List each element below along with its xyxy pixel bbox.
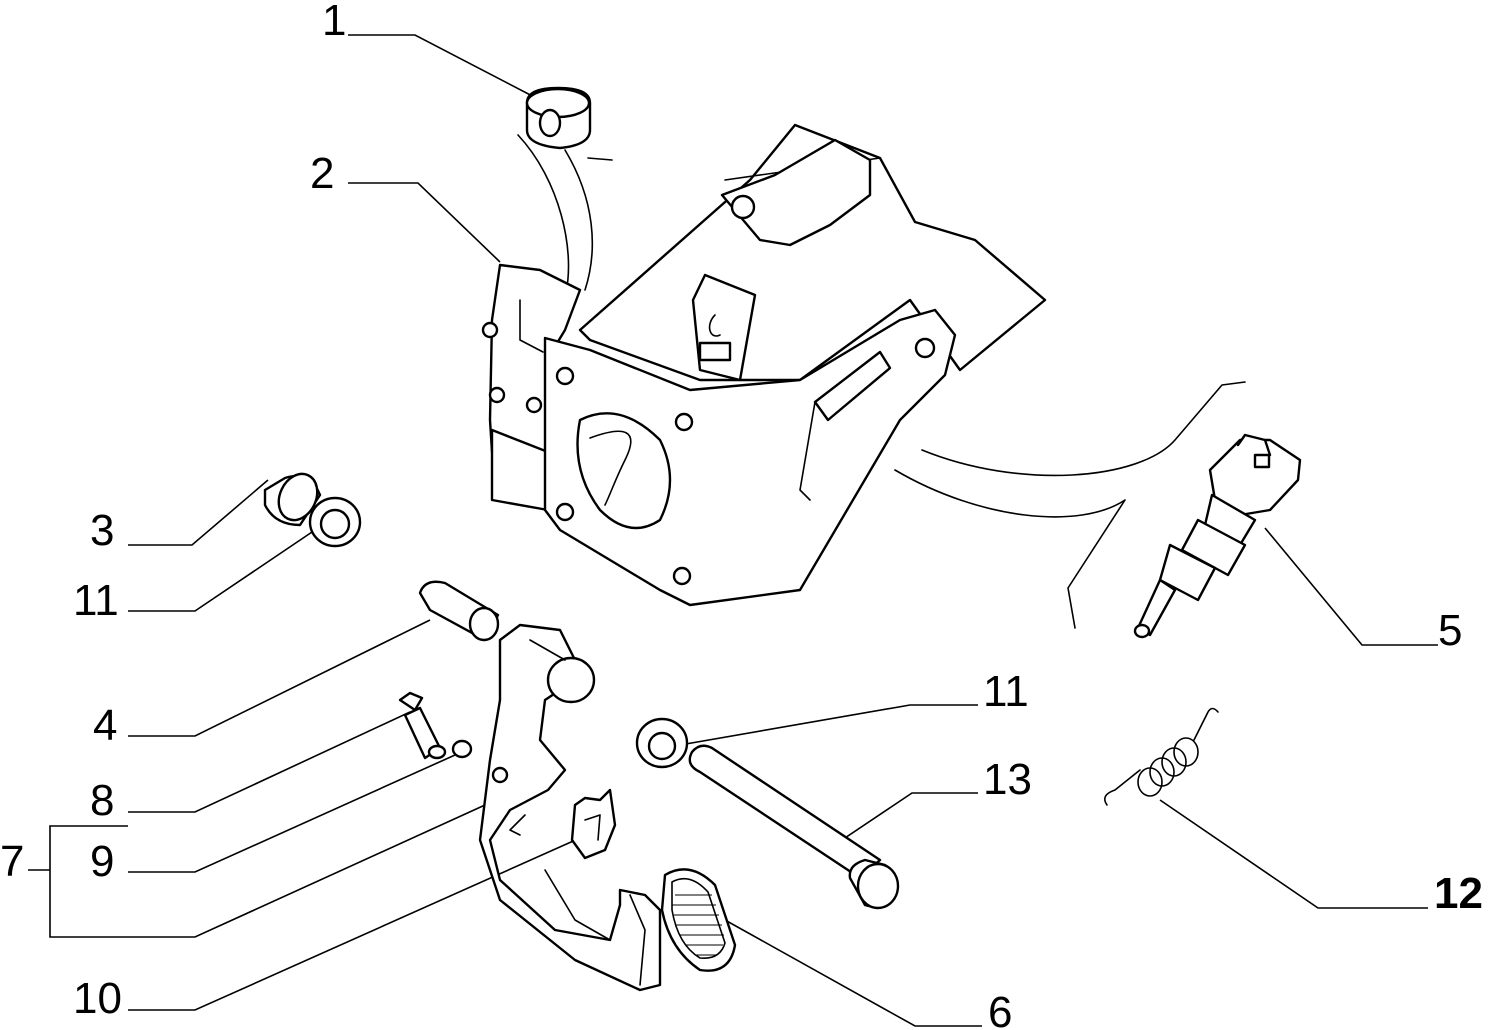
pedal-pad-6 bbox=[660, 868, 737, 972]
leader-11b bbox=[679, 704, 978, 746]
bushing-1 bbox=[525, 86, 592, 150]
leader-13 bbox=[829, 792, 978, 849]
callout-7: 7 bbox=[0, 837, 24, 886]
callout-9: 9 bbox=[90, 837, 114, 886]
leader-2 bbox=[348, 182, 501, 263]
sleeve-4 bbox=[418, 580, 500, 642]
screw-8 bbox=[398, 691, 447, 760]
callout-1: 1 bbox=[322, 0, 346, 45]
washer-11-left bbox=[308, 496, 362, 548]
leader-5 bbox=[1264, 527, 1438, 646]
pivot-pin-13 bbox=[688, 744, 900, 910]
pedal-arm bbox=[478, 623, 662, 992]
leader-lines bbox=[28, 34, 1438, 1027]
leader-11a bbox=[128, 529, 316, 612]
callout-13: 13 bbox=[983, 755, 1032, 804]
callout-5: 5 bbox=[1438, 606, 1462, 655]
leader-9 bbox=[128, 754, 456, 873]
bushing-3 bbox=[263, 472, 322, 527]
callout-11-right: 11 bbox=[983, 667, 1029, 716]
callout-12: 12 bbox=[1434, 869, 1483, 918]
leader-1 bbox=[348, 34, 541, 101]
callout-11-left: 11 bbox=[73, 576, 119, 625]
leader-3 bbox=[128, 479, 269, 546]
clip-10 bbox=[570, 788, 617, 860]
washer-11-right bbox=[635, 717, 689, 769]
leader-6 bbox=[724, 919, 982, 1027]
leader-8 bbox=[128, 711, 411, 813]
pedal-bracket-2 bbox=[481, 123, 1047, 607]
callout-8: 8 bbox=[90, 776, 114, 825]
leader-12 bbox=[1159, 799, 1428, 909]
nut-9 bbox=[451, 739, 473, 759]
leader-4 bbox=[128, 619, 431, 737]
callout-4: 4 bbox=[93, 701, 117, 750]
assembly-guides bbox=[517, 134, 1246, 629]
bracket-7 bbox=[49, 825, 128, 938]
callout-3: 3 bbox=[90, 506, 114, 555]
callout-10: 10 bbox=[73, 974, 122, 1023]
callout-6: 6 bbox=[988, 988, 1012, 1030]
stop-light-switch-5 bbox=[1133, 433, 1302, 639]
callout-2: 2 bbox=[310, 149, 334, 198]
leader-10 bbox=[128, 837, 581, 1011]
leader-10-pedal bbox=[128, 804, 486, 938]
return-spring-12 bbox=[1104, 707, 1219, 806]
